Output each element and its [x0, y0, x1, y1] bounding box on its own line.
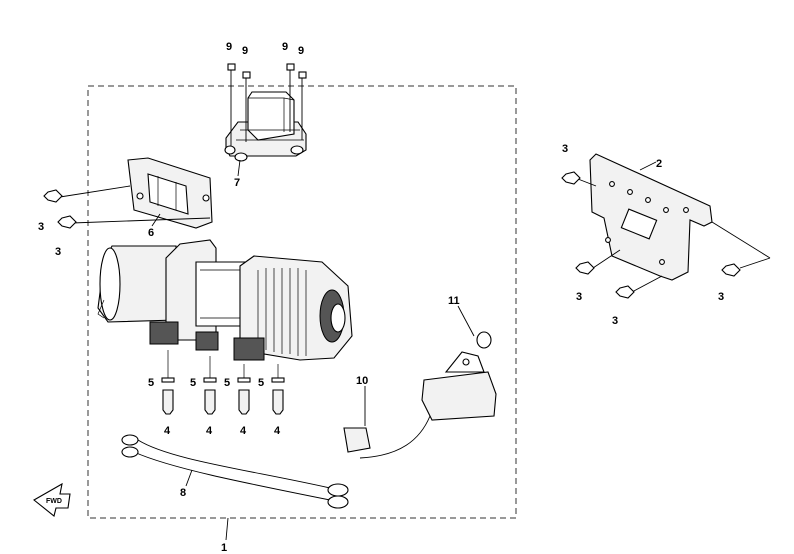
callout-4: 4 — [274, 425, 281, 437]
winch-assembly — [97, 239, 353, 361]
mounting-plate — [561, 153, 771, 299]
callout-3: 3 — [562, 143, 568, 155]
callout-9: 9 — [242, 45, 248, 57]
callout-1: 1 — [221, 542, 227, 554]
roller-fairlead — [127, 157, 213, 229]
callout-9: 9 — [226, 41, 232, 53]
mount-bolts — [161, 350, 285, 415]
callout-5: 5 — [258, 377, 264, 389]
callout-7: 7 — [234, 177, 240, 189]
callout-9: 9 — [282, 41, 288, 53]
solenoid-relay — [224, 91, 307, 162]
callout-3: 3 — [612, 315, 618, 327]
callout-9: 9 — [298, 45, 304, 57]
callout-4: 4 — [206, 425, 213, 437]
callout-5: 5 — [190, 377, 196, 389]
control-switch — [343, 331, 497, 459]
leader-lines — [151, 159, 657, 541]
callout-11: 11 — [448, 295, 460, 307]
callout-3: 3 — [576, 291, 582, 303]
bolt-9-set — [227, 63, 307, 146]
callout-3: 3 — [55, 246, 61, 258]
callout-5: 5 — [224, 377, 230, 389]
callout-2: 2 — [656, 158, 662, 170]
callout-10: 10 — [356, 375, 368, 387]
fwd-label: FWD — [46, 498, 62, 505]
callout-5: 5 — [148, 377, 154, 389]
gearbox-fins — [257, 268, 307, 356]
forward-arrow-icon: FWD — [33, 482, 71, 517]
callout-6: 6 — [148, 227, 154, 239]
power-cable — [121, 434, 349, 509]
callout-3: 3 — [718, 291, 724, 303]
callout-8: 8 — [180, 487, 186, 499]
fairlead-bolts — [43, 185, 211, 229]
callout-4: 4 — [164, 425, 171, 437]
callout-3: 3 — [38, 221, 44, 233]
callout-4: 4 — [240, 425, 247, 437]
